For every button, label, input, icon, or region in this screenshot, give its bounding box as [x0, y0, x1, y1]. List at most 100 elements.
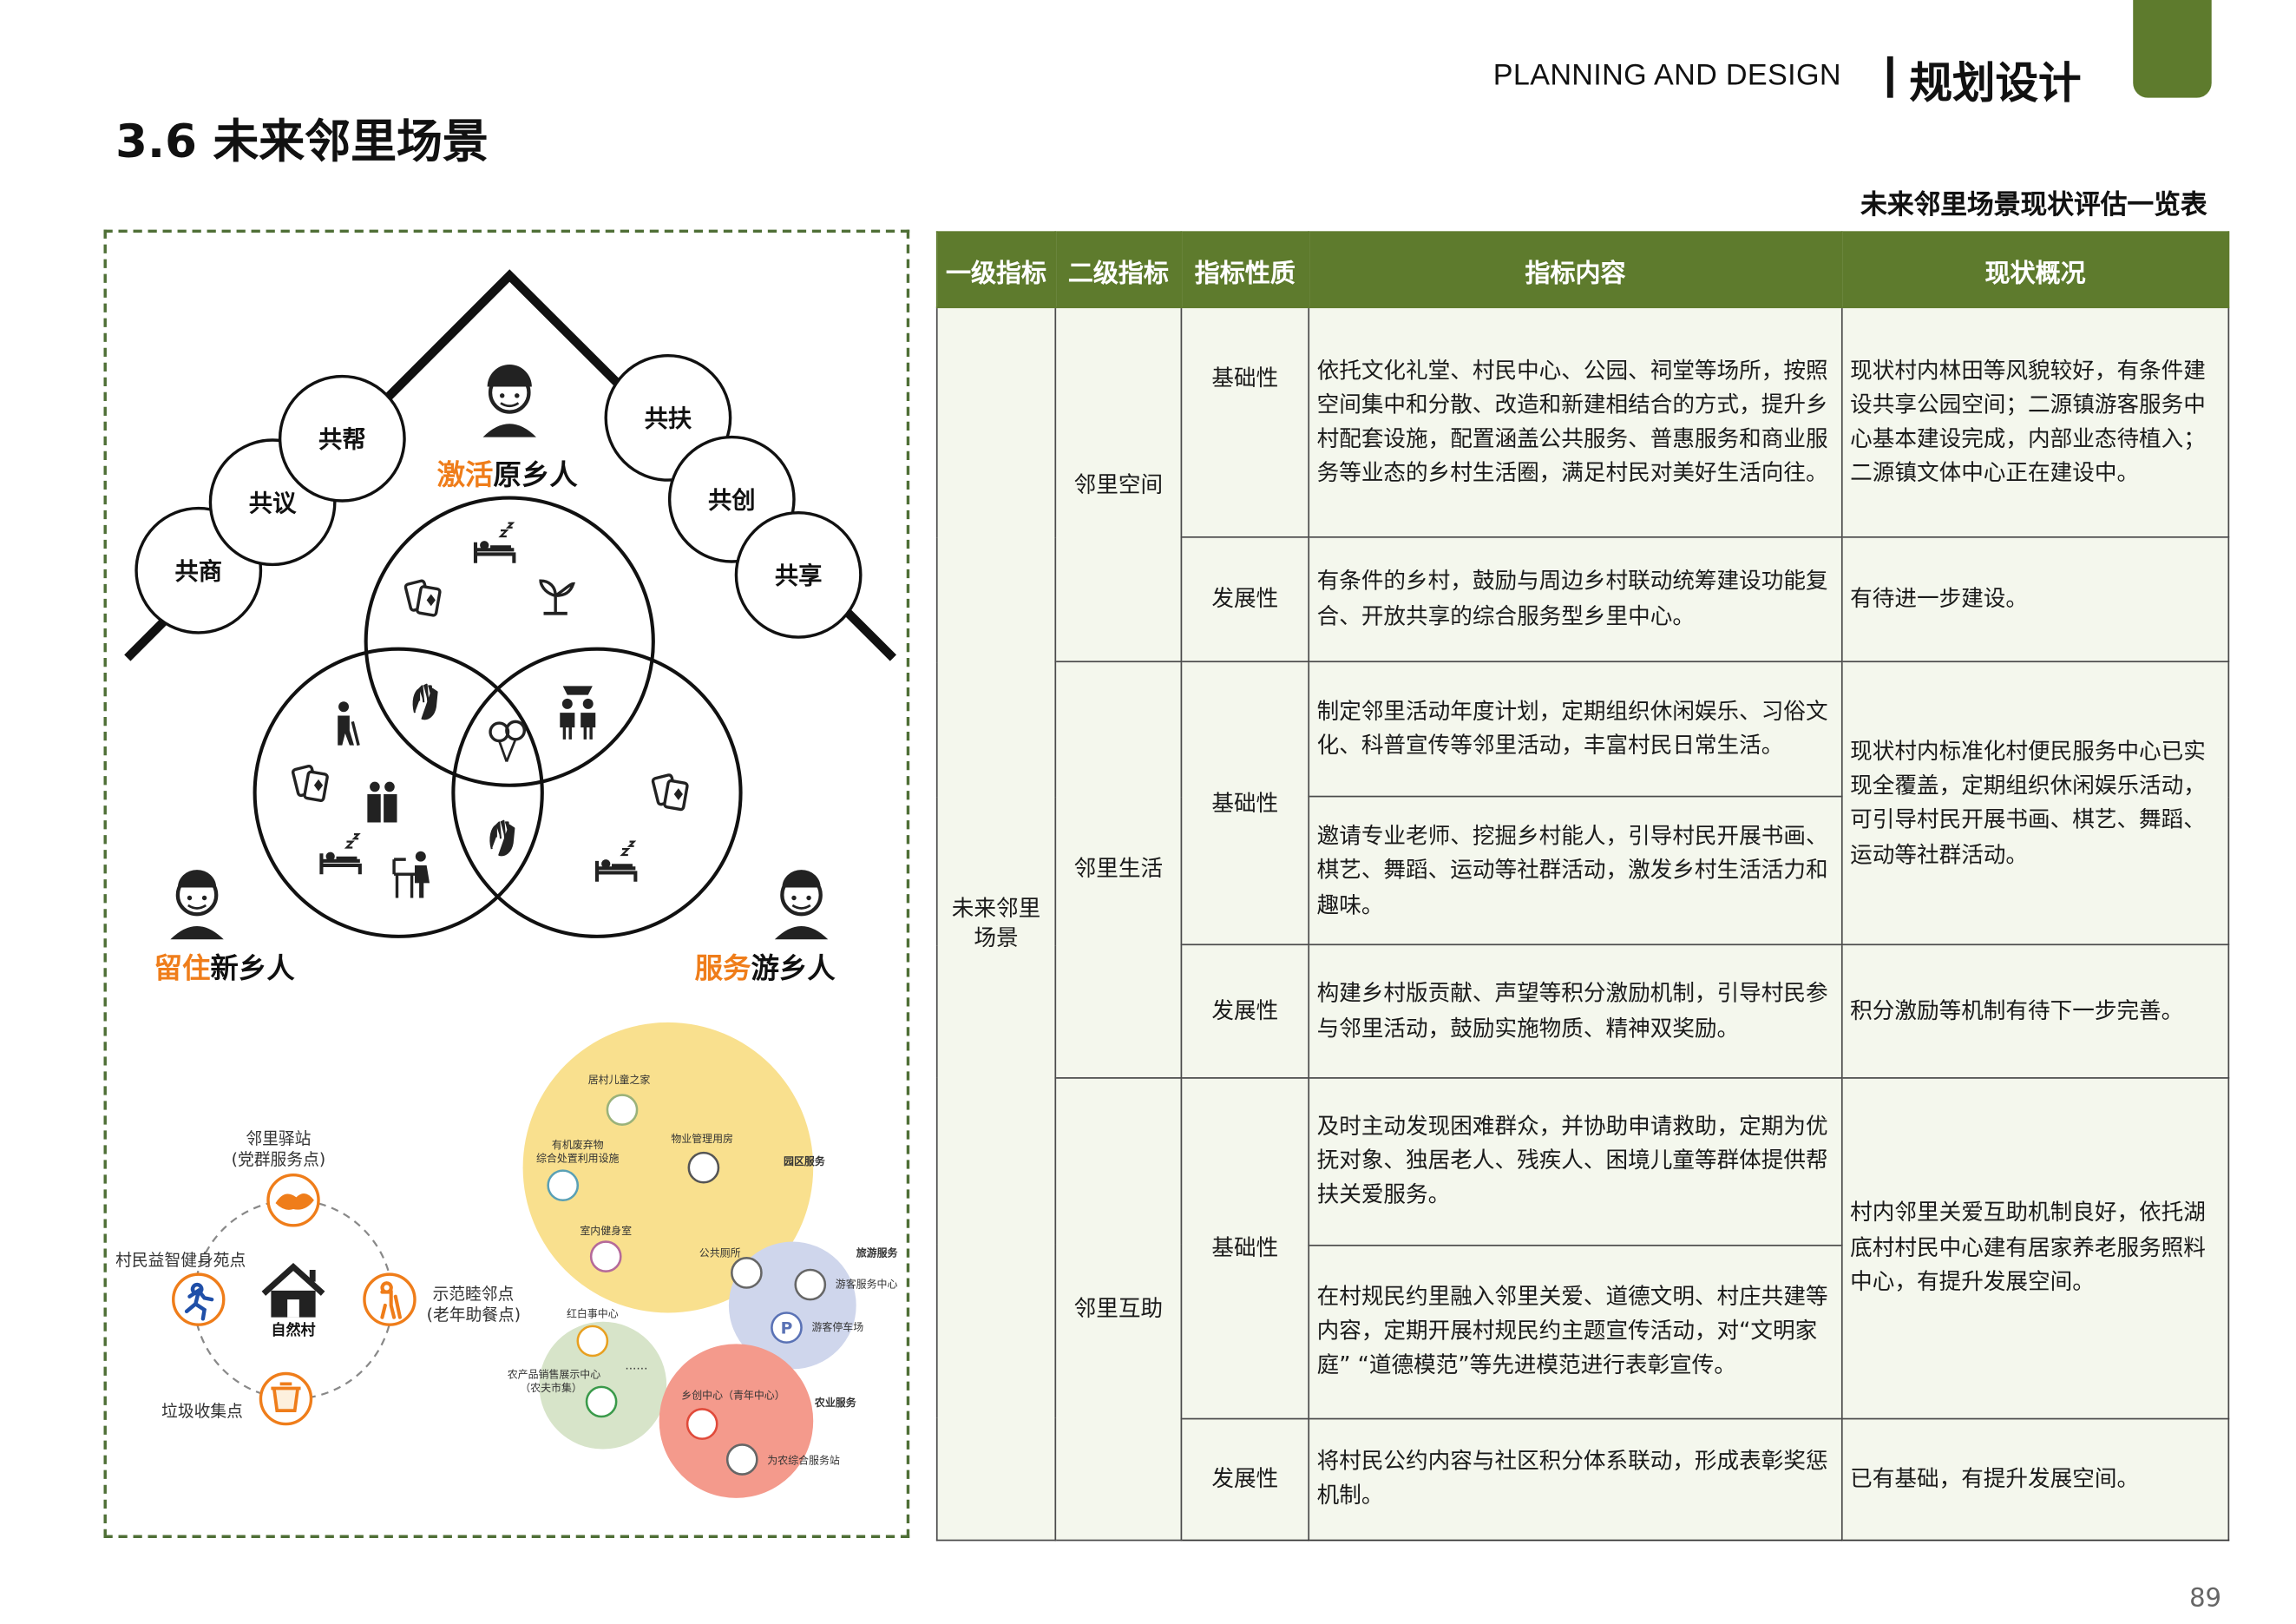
- level1-cell: 未来邻里场景: [935, 306, 1057, 1542]
- content-cell: 构建乡村版贡献、声望等积分激励机制，引导村民参与邻里活动，鼓励实施物质、精神双奖…: [1308, 944, 1843, 1079]
- bubble-label: 旅游服务: [856, 1246, 898, 1259]
- desk-icon: [392, 850, 431, 900]
- diagram-frame: [103, 229, 910, 1538]
- bubble-park-services: [522, 1022, 814, 1313]
- handshake-icon: [275, 1193, 314, 1210]
- ring-node-label: 示范睦邻点: [432, 1285, 514, 1304]
- table-title: 未来邻里场景现状评估一览表: [1860, 189, 2207, 221]
- evaluation-table: 一级指标 二级指标 指标性质 指标内容 现状概况 未来邻里场景 邻里空间 基础性…: [935, 231, 2230, 1542]
- header-level1: 一级指标: [935, 231, 1057, 309]
- page-number: 89: [2189, 1583, 2222, 1614]
- table-row: 发展性 构建乡村版贡献、声望等积分激励机制，引导村民参与邻里活动，鼓励实施物质、…: [937, 944, 2230, 1079]
- tourist-icon: [774, 870, 829, 940]
- trash-bin-icon: [271, 1382, 301, 1413]
- toilet-icon: [731, 1257, 763, 1289]
- bubble-label: 园区服务: [784, 1154, 825, 1167]
- elder-icon: [336, 700, 360, 747]
- word-circle-3: [278, 374, 406, 503]
- status-cell: 积分激励等机制有待下一步完善。: [1840, 944, 2230, 1079]
- ring-node-label: (老年助餐点): [427, 1305, 521, 1325]
- bed-icon: [597, 842, 635, 882]
- runner-icon: [184, 1282, 214, 1321]
- elderly-care-icon: [380, 1281, 402, 1319]
- content-cell: 将村民公约内容与社区积分体系联动，形成表彰奖惩机制。: [1308, 1417, 1843, 1542]
- village-service-ring: 自然村 邻里驿站 (党群服务点) 村民益智健身苑点 示范睦邻点 (老年助餐点) …: [115, 1129, 521, 1426]
- property-office-icon: [687, 1151, 720, 1184]
- content-cell: 及时主动发现困难群众，并协助申请救助，定期为优抚对象、独居老人、残疾人、困境儿童…: [1308, 1076, 1843, 1246]
- nature-cell: 发展性: [1180, 536, 1310, 663]
- ring-center-label: 自然村: [271, 1321, 315, 1339]
- bubble-label: 居村儿童之家: [588, 1073, 651, 1086]
- table-header-row: 一级指标 二级指标 指标性质 指标内容 现状概况: [935, 231, 2230, 309]
- table-row: 邻里生活 基础性 制定邻里活动年度计划，定期组织休闲娱乐、习俗文化、科普宣传等邻…: [937, 661, 2230, 1079]
- status-cell: 已有基础，有提升发展空间。: [1840, 1417, 2230, 1542]
- bubble-label: 乡创中心（青年中心）: [681, 1389, 784, 1402]
- word-circle-6: [734, 510, 863, 639]
- status-cell: 现状村内林田等风貌较好，有条件建设共享公园空间；二源镇游客服务中心基本建设完成，…: [1840, 306, 2230, 538]
- level2-cell: 邻里空间: [1054, 306, 1183, 663]
- balloons-icon: [489, 720, 527, 764]
- market-icon: [585, 1385, 618, 1418]
- header-english: PLANNING AND DESIGN: [1492, 59, 1841, 92]
- bubble-label: 游客停车场: [811, 1320, 863, 1333]
- group-label-original: 激活原乡人: [437, 458, 579, 491]
- bubble-label: ......: [625, 1358, 647, 1372]
- bubble-label: 红白事中心: [567, 1307, 619, 1320]
- status-cell: 有待进一步建设。: [1840, 536, 2230, 663]
- helping-hands-icon: [489, 819, 515, 857]
- house-word: 共扶: [645, 406, 692, 433]
- nature-cell: 基础性: [1180, 661, 1310, 946]
- content-cell: 邀请专业老师、挖掘乡村能人，引导村民开展书画、棋艺、舞蹈、运动等社群活动，激发乡…: [1308, 796, 1843, 946]
- header-content: 指标内容: [1308, 231, 1843, 309]
- bubble-label: 综合处置利用设施: [536, 1151, 620, 1164]
- level2-cell: 邻里互助: [1054, 1076, 1183, 1542]
- table-row: 邻里互助 基础性 及时主动发现困难群众，并协助申请救助，定期为优抚对象、独居老人…: [937, 1076, 2230, 1542]
- ring-node-label: 垃圾收集点: [161, 1402, 243, 1421]
- level2-cell: 邻里生活: [1054, 661, 1183, 1079]
- bubble-label: 为农综合服务站: [767, 1454, 840, 1467]
- table-row: 未来邻里场景 邻里空间 基础性 依托文化礼堂、村民中心、公园、祠堂等场所，按照空…: [935, 306, 2230, 1542]
- table-row: 发展性 有条件的乡村，鼓励与周边乡村联动统筹建设功能复合、开放共享的综合服务型乡…: [937, 536, 2230, 663]
- content-cell: 有条件的乡村，鼓励与周边乡村联动统筹建设功能复合、开放共享的综合服务型乡里中心。: [1308, 536, 1843, 663]
- bubble-agri-services: [659, 1344, 814, 1498]
- nature-cell: 发展性: [1180, 944, 1310, 1079]
- house-word-circles: 共商 共议 共帮 共扶 共创 共享: [134, 353, 863, 639]
- bubble-red-white: [539, 1321, 667, 1450]
- cards-icon: [403, 578, 443, 618]
- original-villager-icon: [482, 364, 536, 437]
- header-status: 现状概况: [1840, 231, 2230, 309]
- group-label-tourist: 服务游乡人: [695, 952, 836, 985]
- parking-icon: [771, 1312, 803, 1344]
- bubble-label: 农业服务: [814, 1396, 856, 1409]
- venn-circle-top: [364, 496, 655, 787]
- bubble-label: 物业管理用房: [671, 1132, 733, 1145]
- couple-icon: [367, 781, 397, 823]
- service-bubbles: P 居村儿童之家 有机废弃物 综合处置利用设施 物业管理用房 园区服务 室内健身…: [508, 1022, 898, 1498]
- content-cell: 依托文化礼堂、村民中心、公园、祠堂等场所，按照空间集中和分散、改造和新建相结合的…: [1308, 306, 1843, 538]
- helping-hands-icon: [412, 683, 438, 720]
- bubble-label: 农产品销售展示中心: [508, 1368, 601, 1381]
- nature-cell: 基础性: [1180, 1076, 1310, 1420]
- neighborhood-diagram: 共商 共议 共帮 共扶 共创 共享: [115, 269, 898, 1498]
- status-cell: 现状村内标准化村便民服务中心已实现全覆盖，定期组织休闲娱乐活动，可引导村民开展书…: [1840, 661, 2230, 946]
- header-level2: 二级指标: [1054, 231, 1183, 309]
- svg-text:P: P: [781, 1319, 793, 1338]
- venn-circle-right: [451, 647, 743, 938]
- youth-center-icon: [686, 1408, 718, 1440]
- venn-circle-left: [253, 647, 544, 938]
- house-word: 共商: [174, 558, 222, 585]
- house-word: 共帮: [318, 427, 366, 454]
- bed-icon: [476, 523, 514, 563]
- cards-icon: [291, 764, 330, 803]
- visitor-center-icon: [794, 1268, 827, 1301]
- section-title: 3.6 未来邻里场景: [115, 115, 489, 169]
- recycle-icon: [547, 1169, 580, 1202]
- nature-cell: 发展性: [1180, 1417, 1310, 1542]
- venn-diagram: [253, 496, 743, 938]
- ring-node-label: 村民益智健身苑点: [115, 1251, 246, 1270]
- ring-node-label: (党群服务点): [232, 1150, 325, 1169]
- village-house-icon: [261, 1262, 325, 1318]
- ceremony-icon: [576, 1325, 609, 1358]
- content-cell: 在村规民约里融入邻里关爱、道德文明、村庄共建等内容，定期开展村规民约主题宣传活动…: [1308, 1244, 1843, 1420]
- header-nature: 指标性质: [1180, 231, 1310, 309]
